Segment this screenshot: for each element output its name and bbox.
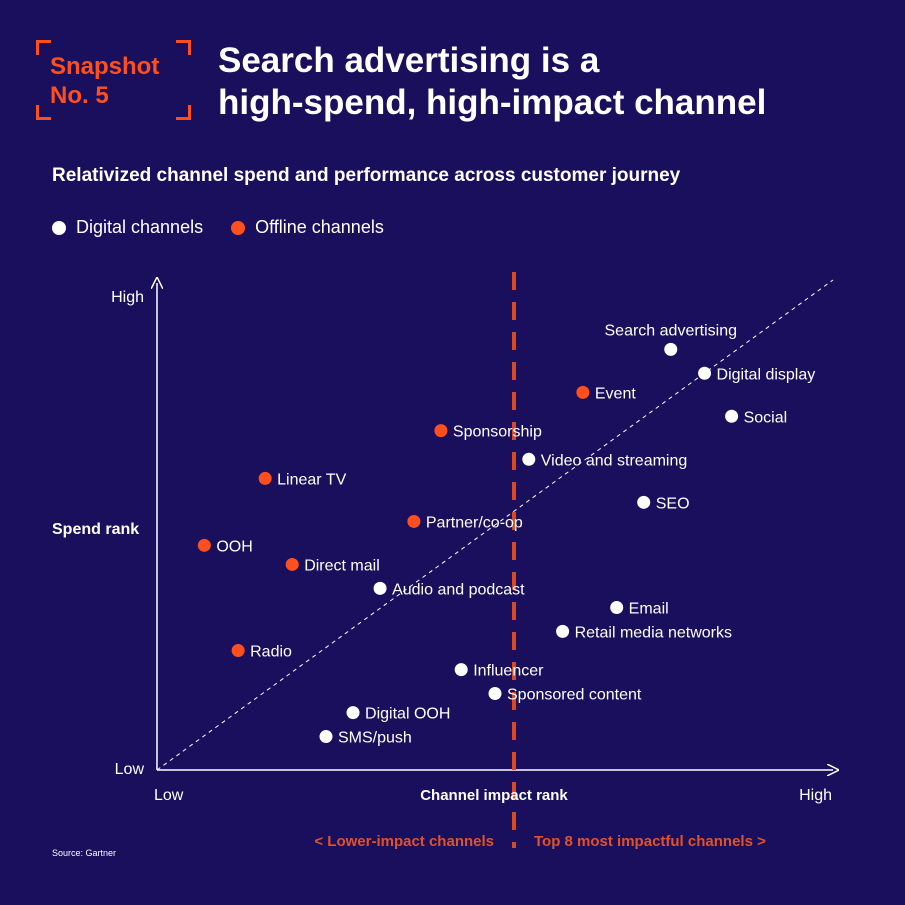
- point-sms-push: [319, 730, 333, 744]
- badge-text: Snapshot No. 5: [50, 52, 159, 110]
- y-axis-label: Spend rank: [52, 521, 139, 538]
- point-linear-tv: [258, 471, 272, 485]
- point-partner-co-op: [407, 514, 421, 528]
- point-sponsored-content: [488, 687, 502, 701]
- point-search-advertising: [664, 342, 678, 356]
- point-sponsorship: [434, 424, 448, 438]
- x-tick-low: Low: [154, 787, 184, 804]
- badge-corner-top-left: [36, 40, 51, 55]
- point-digital-ooh: [346, 706, 360, 720]
- point-label-video-and-streaming: Video and streaming: [541, 452, 687, 469]
- point-label-radio: Radio: [250, 644, 292, 661]
- badge-corner-bottom-left: [36, 105, 51, 120]
- chart-subtitle: Relativized channel spend and performanc…: [52, 165, 681, 186]
- point-label-influencer: Influencer: [473, 663, 544, 680]
- point-label-sponsored-content: Sponsored content: [507, 687, 642, 704]
- point-social: [725, 409, 739, 423]
- point-label-retail-media-networks: Retail media networks: [575, 624, 732, 641]
- point-digital-display: [698, 366, 712, 380]
- y-tick-low: Low: [115, 761, 145, 778]
- legend-label-offline: Offline channels: [255, 217, 384, 237]
- x-tick-high: High: [799, 787, 832, 804]
- legend-item-offline: Offline channels: [231, 217, 384, 238]
- legend-dot-offline: [231, 220, 246, 235]
- legend-item-digital: Digital channels: [52, 217, 203, 238]
- source-note: Source: Gartner: [52, 848, 117, 858]
- title-line-1: Search advertising is a: [218, 41, 600, 80]
- x-axis-label: Channel impact rank: [420, 787, 568, 804]
- point-audio-and-podcast: [373, 581, 387, 595]
- title-line-2: high-spend, high-impact channel: [218, 83, 767, 122]
- point-label-direct-mail: Direct mail: [304, 557, 380, 574]
- chart-legend: Digital channels Offline channels: [52, 217, 412, 238]
- point-direct-mail: [285, 557, 299, 571]
- point-label-seo: SEO: [656, 495, 690, 512]
- point-email: [610, 600, 624, 614]
- badge-corner-bottom-right: [176, 105, 191, 120]
- point-label-search-advertising: Search advertising: [605, 322, 738, 339]
- point-label-social: Social: [744, 409, 788, 426]
- page-title: Search advertising is a high-spend, high…: [218, 40, 766, 124]
- point-ooh: [197, 538, 211, 552]
- point-label-event: Event: [595, 385, 636, 402]
- legend-label-digital: Digital channels: [76, 217, 204, 237]
- badge-corner-top-right: [176, 40, 191, 55]
- point-label-digital-display: Digital display: [717, 366, 816, 383]
- point-retail-media-networks: [556, 624, 570, 638]
- point-event: [576, 385, 590, 399]
- point-seo: [637, 495, 651, 509]
- legend-dot-digital: [52, 220, 66, 235]
- point-label-audio-and-podcast: Audio and podcast: [392, 581, 525, 598]
- badge-line-2: No. 5: [50, 82, 109, 109]
- point-label-ooh: OOH: [216, 538, 252, 555]
- badge-line-1: Snapshot: [50, 53, 160, 80]
- point-influencer: [454, 663, 468, 677]
- point-radio: [231, 644, 245, 657]
- point-video-and-streaming: [522, 452, 536, 466]
- y-tick-high: High: [111, 289, 144, 306]
- point-label-digital-ooh: Digital OOH: [365, 706, 450, 723]
- point-label-linear-tv: Linear TV: [277, 471, 346, 488]
- point-label-sms-push: SMS/push: [338, 730, 412, 747]
- diagonal-reference-line: [156, 279, 834, 771]
- point-label-sponsorship: Sponsorship: [453, 424, 542, 441]
- divider-left-label: < Lower-impact channels: [314, 833, 494, 850]
- point-label-partner-co-op: Partner/co-op: [426, 514, 523, 531]
- point-label-email: Email: [629, 600, 669, 617]
- divider-right-label: Top 8 most impactful channels >: [534, 833, 766, 850]
- snapshot-badge: Snapshot No. 5: [36, 40, 191, 120]
